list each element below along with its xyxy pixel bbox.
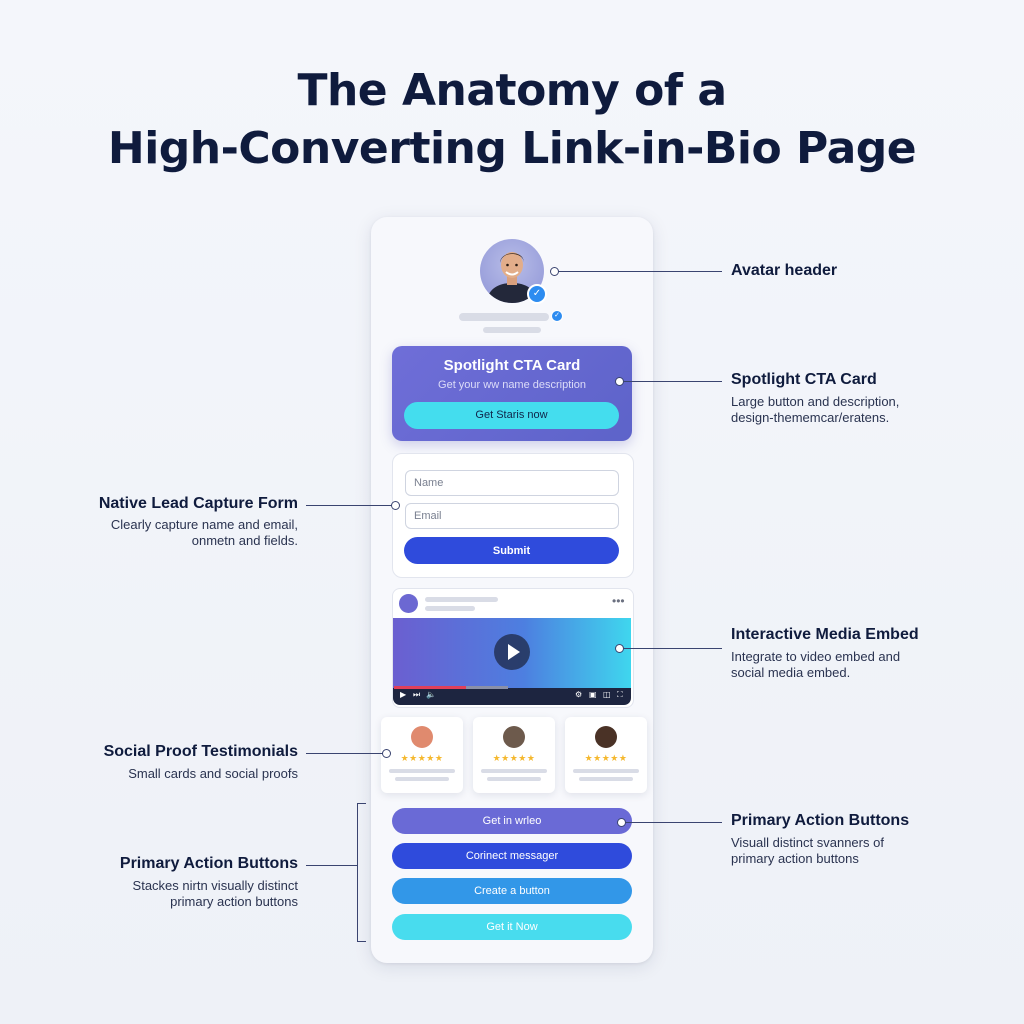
annotation-cta-desc-2: design-thememcar/eratens. xyxy=(731,410,890,425)
cta-button[interactable]: Get Staris now xyxy=(404,402,619,429)
title-line-1: The Anatomy of a xyxy=(297,65,727,116)
annotation-avatar-title: Avatar header xyxy=(731,262,838,279)
actions-right-connector-line xyxy=(622,822,722,823)
star-rating-icon: ★★★★★ xyxy=(492,753,536,763)
testimonial-text-bar xyxy=(395,777,449,781)
media-connector-line xyxy=(620,648,722,649)
channel-name-bar xyxy=(425,597,498,602)
testimonial-card: ★★★★★ xyxy=(565,717,647,793)
volume-icon[interactable]: 🔈 xyxy=(426,690,436,699)
annotation-social-title: Social Proof Testimonials xyxy=(103,743,298,760)
cta-title: Spotlight CTA Card xyxy=(443,357,581,374)
action-button-4[interactable]: Get it Now xyxy=(392,914,632,940)
cta-description: Get your ww name description xyxy=(438,379,586,391)
email-input[interactable] xyxy=(405,503,619,529)
testimonial-text-bar xyxy=(579,777,633,781)
channel-avatar xyxy=(399,594,418,613)
annotation-actions-left-desc-2: primary action buttons xyxy=(170,894,298,909)
submit-button[interactable]: Submit xyxy=(404,537,619,564)
annotation-actions-right-title: Primary Action Buttons xyxy=(731,812,910,829)
name-input[interactable] xyxy=(405,470,619,496)
username-placeholder-bar xyxy=(459,313,549,321)
annotation-media-desc-2: social media embed. xyxy=(731,665,851,680)
annotation-form-desc-1: Clearly capture name and email, xyxy=(110,517,298,532)
username-verified-icon: ✓ xyxy=(551,310,563,322)
annotation-actions-left-title: Primary Action Buttons xyxy=(119,855,298,872)
testimonial-avatar xyxy=(411,726,433,748)
captions-icon[interactable]: ▣ xyxy=(589,690,597,699)
testimonial-card: ★★★★★ xyxy=(381,717,463,793)
action-button-3[interactable]: Create a button xyxy=(392,878,632,904)
channel-meta-bar xyxy=(425,606,475,611)
annotation-actions-right-desc-1: Visuall distinct svanners of xyxy=(731,835,884,850)
testimonial-avatar xyxy=(503,726,525,748)
bio-placeholder-bar xyxy=(483,327,541,333)
next-icon[interactable]: ⏭ xyxy=(413,690,421,699)
action-button-2[interactable]: Corinect messager xyxy=(392,843,632,869)
settings-icon[interactable]: ⚙ xyxy=(575,690,583,699)
annotation-social-desc-1: Small cards and social proofs xyxy=(128,766,298,781)
actions-left-connector-line xyxy=(306,865,358,866)
form-connector-dot xyxy=(391,501,400,510)
title-line-2: High-Converting Link-in-Bio Page xyxy=(107,123,917,174)
testimonial-card: ★★★★★ xyxy=(473,717,555,793)
annotation-cta-desc-1: Large button and description, xyxy=(731,394,900,409)
annotation-cta-title: Spotlight CTA Card xyxy=(731,371,877,388)
play-small-icon[interactable]: ▶ xyxy=(400,690,407,699)
video-buffer-bar xyxy=(466,686,508,689)
actions-bracket xyxy=(357,803,366,942)
testimonial-text-bar xyxy=(487,777,541,781)
annotation-media-title: Interactive Media Embed xyxy=(731,626,919,643)
avatar-connector-dot xyxy=(550,267,559,276)
testimonial-text-bar xyxy=(389,769,455,773)
annotation-media-desc-1: Integrate to video embed and xyxy=(731,649,901,664)
testimonial-text-bar xyxy=(481,769,547,773)
cta-connector-line xyxy=(620,381,722,382)
annotation-actions-left-desc-1: Stackes nirtn visually distinct xyxy=(132,878,298,893)
cta-connector-dot xyxy=(615,377,624,386)
video-progress-bar[interactable] xyxy=(394,686,466,689)
person-icon xyxy=(486,252,538,303)
form-connector-line xyxy=(306,505,395,506)
annotation-form-desc-2: onmetn and fields. xyxy=(191,533,298,548)
fullscreen-icon[interactable]: ⛶ xyxy=(617,690,623,699)
actions-right-connector-dot xyxy=(617,818,626,827)
annotation-actions-right-desc-2: primary action buttons xyxy=(731,851,859,866)
action-button-1[interactable]: Get in wrleo xyxy=(392,808,632,834)
social-connector-line xyxy=(306,753,386,754)
video-controls xyxy=(393,688,631,705)
more-options-icon[interactable]: ••• xyxy=(612,594,625,608)
avatar-connector-line xyxy=(555,271,722,272)
verified-badge-icon: ✓ xyxy=(527,284,547,304)
media-connector-dot xyxy=(615,644,624,653)
testimonial-text-bar xyxy=(573,769,639,773)
play-button-icon[interactable] xyxy=(494,634,530,670)
annotation-form-title: Native Lead Capture Form xyxy=(98,495,298,512)
star-rating-icon: ★★★★★ xyxy=(584,753,628,763)
star-rating-icon: ★★★★★ xyxy=(400,753,444,763)
page-title: The Anatomy of a High-Converting Link-in… xyxy=(0,62,1024,178)
miniplayer-icon[interactable]: ◫ xyxy=(603,690,611,699)
testimonial-avatar xyxy=(595,726,617,748)
social-connector-dot xyxy=(382,749,391,758)
